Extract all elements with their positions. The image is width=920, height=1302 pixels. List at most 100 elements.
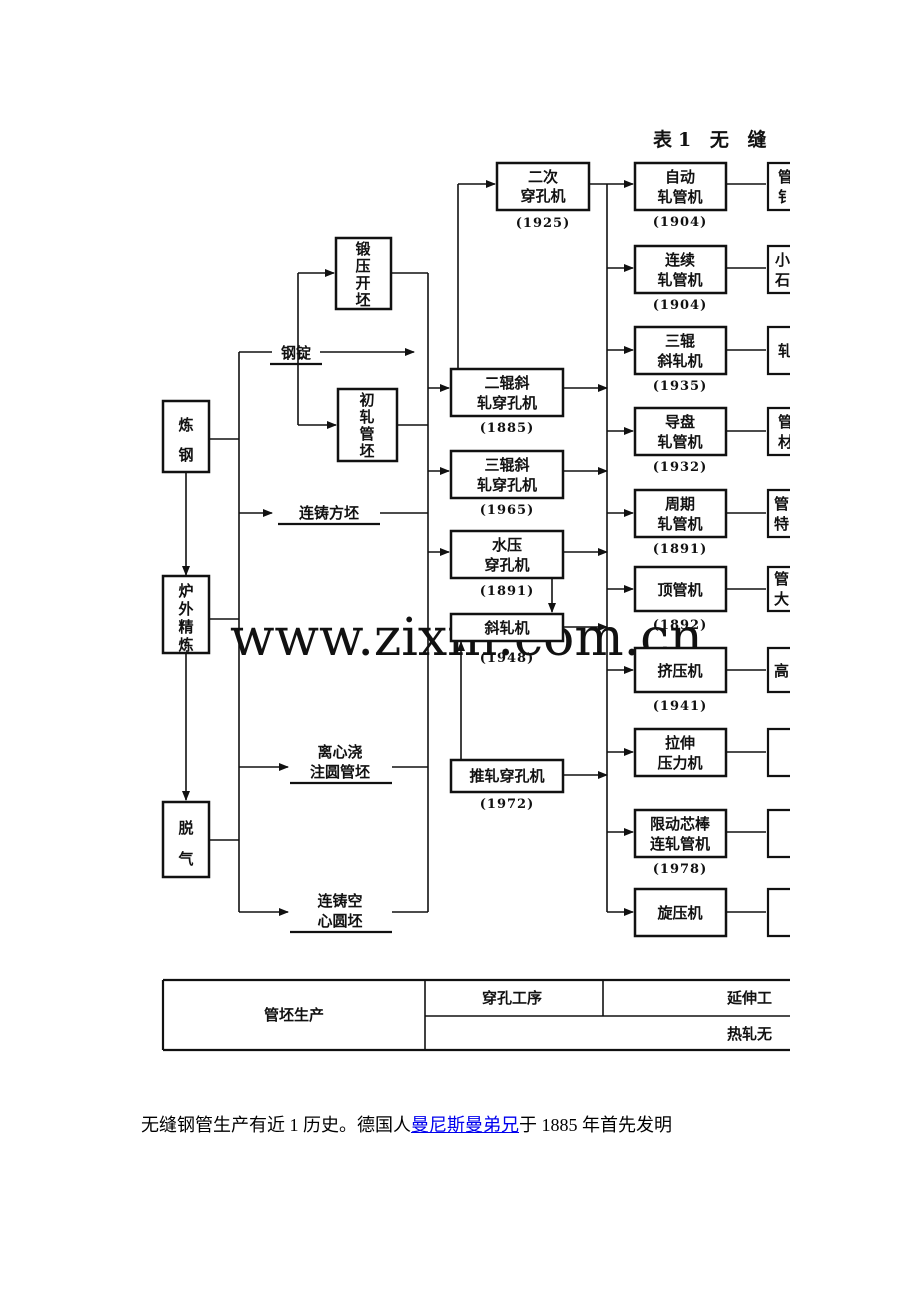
svg-text:压: 压 — [355, 257, 370, 275]
svg-text:高: 高 — [774, 662, 789, 680]
svg-text:注圆管坯: 注圆管坯 — [310, 763, 370, 781]
node-inclined-mill: 斜轧机 (1948) — [449, 612, 565, 666]
svg-text:钢锭: 钢锭 — [281, 344, 311, 362]
svg-text:二次: 二次 — [528, 168, 558, 186]
svg-text:钢: 钢 — [178, 446, 193, 464]
svg-text:气: 气 — [177, 850, 193, 868]
node-pilger-mill: 周期 轧管机 (1891) — [633, 488, 728, 557]
svg-text:(1941): (1941) — [653, 699, 707, 714]
svg-text:连轧管机: 连轧管机 — [650, 835, 710, 853]
svg-text:(1904): (1904) — [653, 298, 707, 313]
svg-text:管: 管 — [774, 570, 789, 588]
svg-text:三辊斜: 三辊斜 — [484, 456, 529, 474]
svg-text:炼: 炼 — [178, 636, 193, 654]
node-draw-press: 拉伸 压力机 — [633, 727, 728, 778]
svg-text:压力机: 压力机 — [657, 754, 702, 772]
svg-text:水压: 水压 — [492, 536, 522, 554]
svg-text:脱: 脱 — [178, 819, 193, 837]
svg-text:精: 精 — [178, 618, 193, 636]
caption-link-mannesmann[interactable]: 曼尼斯曼弟兄 — [411, 1115, 519, 1135]
connector-lines — [182, 180, 766, 916]
svg-text:挤压机: 挤压机 — [657, 662, 702, 680]
svg-text:(1892): (1892) — [653, 618, 707, 633]
node-secondary-piercer: 二次 穿孔机 (1925) — [495, 161, 591, 231]
svg-text:拉伸: 拉伸 — [665, 734, 695, 752]
svg-text:外: 外 — [177, 600, 193, 618]
svg-text:轧: 轧 — [778, 342, 793, 360]
svg-text:顶管机: 顶管机 — [657, 581, 702, 599]
svg-text:锻: 锻 — [355, 240, 370, 258]
node-steelmaking: 炼 钢 — [161, 399, 211, 474]
svg-text:(1925): (1925) — [516, 216, 570, 231]
svg-text:轧穿孔机: 轧穿孔机 — [477, 394, 537, 412]
svg-text:(1965): (1965) — [480, 503, 534, 518]
svg-text:大: 大 — [774, 590, 789, 608]
svg-text:初: 初 — [359, 391, 374, 409]
svg-text:管: 管 — [778, 413, 793, 431]
node-ingot: 钢锭 — [270, 344, 322, 366]
svg-text:离心浇: 离心浇 — [317, 743, 362, 761]
svg-text:管: 管 — [778, 168, 793, 186]
table-title: 表1 无 缝 — [653, 128, 772, 151]
svg-text:限动芯棒: 限动芯棒 — [650, 815, 711, 833]
svg-text:(1891): (1891) — [653, 542, 707, 557]
svg-text:推轧穿孔机: 推轧穿孔机 — [469, 767, 544, 785]
svg-text:管: 管 — [774, 495, 789, 513]
table-cell-tube-blank: 管坯生产 — [264, 1006, 324, 1024]
node-degassing: 脱 气 — [161, 800, 211, 879]
node-two-roll-cross-piercer: 二辊斜 轧穿孔机 (1885) — [449, 367, 565, 436]
node-three-roll-cross-piercer: 三辊斜 轧穿孔机 (1965) — [449, 449, 565, 518]
svg-text:管: 管 — [359, 425, 374, 443]
svg-text:(1978): (1978) — [653, 862, 707, 877]
svg-text:导盘: 导盘 — [665, 413, 695, 431]
node-retained-mandrel-mill: 限动芯棒 连轧管机 (1978) — [633, 808, 728, 877]
node-hydraulic-piercer: 水压 穿孔机 (1891) — [449, 529, 565, 599]
node-push-roll-piercer: 推轧穿孔机 (1972) — [449, 758, 565, 812]
svg-text:轧管机: 轧管机 — [657, 433, 702, 451]
node-push-bench: 顶管机 (1892) — [633, 565, 728, 633]
caption-paragraph: 无缝钢管生产有近 1 历史。德国人曼尼斯曼弟兄于 1885 年首先发明 — [141, 1111, 672, 1137]
caption-text-end: 于 1885 年首先发明 — [519, 1115, 672, 1135]
svg-text:轧穿孔机: 轧穿孔机 — [477, 476, 537, 494]
node-centrifugal-tube-blank: 离心浇 注圆管坯 — [290, 743, 392, 785]
truncated-next-column: 管 钅 小 石 轧 管 材 管 特 管 大 高 — [766, 161, 793, 938]
svg-text:连铸方坯: 连铸方坯 — [299, 504, 359, 522]
node-continuous-hollow-round: 连铸空 心圆坯 — [290, 892, 392, 934]
svg-text:周期: 周期 — [665, 495, 695, 513]
svg-text:连铸空: 连铸空 — [317, 892, 362, 910]
svg-text:坯: 坯 — [359, 442, 374, 460]
table-cell-hot-rolling: 热轧无 — [727, 1025, 772, 1043]
node-spinning-machine: 旋压机 — [633, 887, 728, 938]
node-continuous-tube-mill: 连续 轧管机 (1904) — [633, 244, 728, 313]
svg-text:特: 特 — [774, 515, 789, 533]
svg-text:(1932): (1932) — [653, 460, 707, 475]
node-extrusion-press: 挤压机 (1941) — [633, 646, 728, 714]
svg-text:炼: 炼 — [178, 416, 193, 434]
node-continuous-square-billet: 连铸方坯 — [278, 504, 380, 526]
caption-text-start: 无缝钢管生产有近 1 历史。德国人 — [141, 1115, 411, 1135]
svg-text:炉: 炉 — [178, 582, 193, 600]
svg-text:二辊斜: 二辊斜 — [484, 374, 529, 392]
table-cell-elongation: 延伸工 — [726, 989, 772, 1007]
svg-text:旋压机: 旋压机 — [656, 904, 702, 922]
node-secondary-refining: 炉 外 精 炼 — [161, 574, 211, 655]
svg-text:小: 小 — [775, 251, 790, 269]
node-auto-plug-mill: 自动 轧管机 (1904) — [633, 161, 728, 230]
process-stage-table: 管坯生产 穿孔工序 延伸工 热轧无 — [161, 978, 790, 1052]
node-rolled-blank: 初 轧 管 坯 — [336, 387, 399, 463]
svg-text:穿孔机: 穿孔机 — [520, 187, 565, 205]
svg-text:斜轧机: 斜轧机 — [656, 352, 702, 370]
table-cell-piercing: 穿孔工序 — [482, 989, 542, 1007]
svg-text:(1885): (1885) — [480, 421, 534, 436]
svg-text:自动: 自动 — [665, 168, 695, 186]
node-three-roll-skew-mill: 三辊 斜轧机 (1935) — [633, 325, 728, 394]
node-forged-blank: 锻 压 开 坯 — [334, 236, 393, 311]
svg-text:石: 石 — [774, 271, 790, 289]
svg-text:三辊: 三辊 — [665, 332, 695, 350]
svg-text:斜轧机: 斜轧机 — [483, 619, 529, 637]
svg-text:坯: 坯 — [355, 291, 370, 309]
svg-text:(1972): (1972) — [480, 797, 534, 812]
svg-text:(1935): (1935) — [653, 379, 707, 394]
svg-text:连续: 连续 — [665, 251, 695, 269]
